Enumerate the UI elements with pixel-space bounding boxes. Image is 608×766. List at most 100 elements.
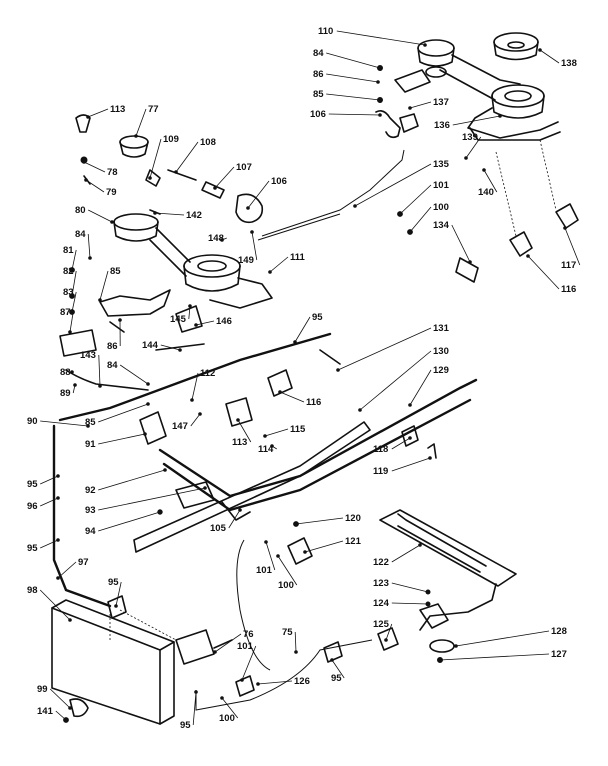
- callout-number: 84: [107, 360, 118, 371]
- callout-number: 141: [37, 706, 54, 717]
- callout-number: 111: [290, 252, 306, 263]
- callout-number: 131: [433, 323, 450, 334]
- oven-valve-assembly: [51, 539, 373, 725]
- leader-arrowhead: [220, 238, 224, 242]
- leader-arrowhead: [236, 418, 240, 422]
- leader-line: [279, 391, 305, 403]
- leader-line: [385, 623, 393, 641]
- leader-line: [391, 602, 429, 605]
- leader-line: [265, 541, 276, 571]
- callout-number: 137: [433, 97, 449, 108]
- leader-line: [40, 497, 59, 507]
- callout-number: 89: [60, 388, 71, 399]
- leader-line: [40, 475, 59, 485]
- leader-line: [251, 231, 258, 261]
- callout-number: 80: [75, 205, 86, 216]
- callout-number: 135: [433, 159, 450, 170]
- leader-arrowhead: [98, 384, 102, 388]
- leader-arrowhead: [428, 456, 432, 460]
- leader-line: [337, 327, 432, 371]
- callout-number: 101: [256, 565, 273, 576]
- callout-number: 95: [27, 479, 38, 490]
- leader-arrowhead: [358, 408, 362, 412]
- leader-arrowhead: [86, 115, 90, 119]
- leader-line: [149, 138, 162, 179]
- leader-line: [221, 697, 239, 719]
- callout-number: 77: [148, 104, 159, 115]
- igniter-components: [145, 139, 579, 351]
- leader-line: [247, 180, 270, 209]
- leader-line: [98, 511, 161, 532]
- callout-number: 81: [63, 245, 74, 256]
- callout-number: 143: [80, 350, 96, 361]
- callout-number: 84: [313, 48, 324, 59]
- leader-arrowhead: [293, 340, 297, 344]
- leader-line: [214, 633, 242, 653]
- leader-arrowhead: [70, 310, 74, 314]
- leader-line: [88, 209, 113, 223]
- leader-line: [391, 544, 421, 563]
- callout-number: 75: [282, 627, 293, 638]
- leader-arrowhead: [408, 230, 412, 234]
- leader-line: [39, 589, 71, 621]
- leader-line: [294, 631, 297, 653]
- callout-number: 115: [290, 424, 306, 435]
- leader-arrowhead: [148, 176, 152, 180]
- callout-number: 91: [85, 439, 96, 450]
- leader-arrowhead: [203, 486, 207, 490]
- leader-arrowhead: [174, 170, 178, 174]
- callout-number: 107: [236, 162, 252, 173]
- leader-arrowhead: [423, 43, 427, 47]
- callout-number: 95: [108, 577, 119, 588]
- callout-number: 114: [258, 444, 274, 455]
- leader-line: [115, 581, 122, 607]
- leader-line: [439, 653, 550, 661]
- callout-number: 85: [313, 89, 324, 100]
- leader-line: [391, 437, 411, 450]
- callout-number: 100: [219, 713, 235, 724]
- callout-number: 96: [27, 501, 38, 512]
- leader-arrowhead: [330, 658, 334, 662]
- leader-arrowhead: [398, 212, 402, 216]
- leader-line: [160, 344, 181, 351]
- leader-arrowhead: [376, 80, 380, 84]
- leader-arrowhead: [86, 424, 90, 428]
- leader-arrowhead: [198, 412, 202, 416]
- callout-number: 120: [345, 513, 361, 524]
- leader-arrowhead: [213, 650, 217, 654]
- callout-number: 136: [434, 120, 450, 131]
- leader-arrowhead: [114, 604, 118, 608]
- callout-number: 95: [180, 720, 191, 731]
- leader-line: [49, 688, 71, 709]
- leader-arrowhead: [408, 436, 412, 440]
- leader-line: [326, 52, 381, 69]
- leader-arrowhead: [438, 658, 442, 662]
- callout-number: 100: [278, 580, 294, 591]
- callout-number: 100: [433, 202, 449, 213]
- callout-number: 125: [373, 619, 390, 630]
- callout-number: 122: [373, 557, 389, 568]
- leader-line: [326, 93, 381, 101]
- callout-number: 138: [561, 58, 577, 69]
- leader-arrowhead: [194, 690, 198, 694]
- leader-line: [98, 354, 101, 387]
- leader-arrowhead: [213, 186, 217, 190]
- leader-line: [257, 680, 293, 685]
- leader-line: [391, 582, 429, 593]
- leader-line: [455, 630, 550, 647]
- leader-arrowhead: [264, 540, 268, 544]
- callout-number: 112: [200, 368, 215, 379]
- callout-number: 95: [27, 543, 38, 554]
- leader-line: [326, 73, 379, 83]
- leader-arrowhead: [408, 403, 412, 407]
- leader-arrowhead: [70, 370, 74, 374]
- leader-arrowhead: [276, 554, 280, 558]
- leader-arrowhead: [482, 168, 486, 172]
- leader-line: [188, 305, 191, 320]
- leader-arrowhead: [418, 543, 422, 547]
- callout-number: 110: [318, 26, 333, 37]
- leader-arrowhead: [56, 474, 60, 478]
- callout-number: 85: [85, 417, 96, 428]
- leader-arrowhead: [188, 304, 192, 308]
